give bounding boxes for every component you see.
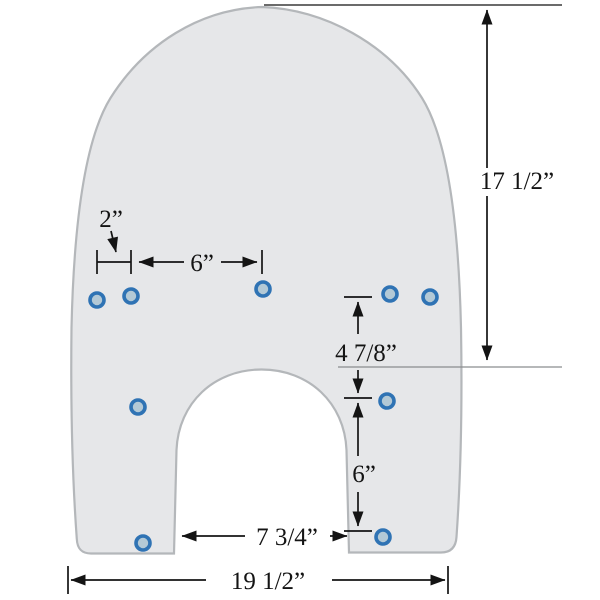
dim-label-19-5in: 19 1/2” bbox=[231, 568, 305, 595]
dim-label-6in-right: 6” bbox=[352, 461, 376, 488]
mounting-hole bbox=[129, 398, 147, 416]
dim-label-7-3-4in: 7 3/4” bbox=[256, 524, 318, 551]
dim-label-2in: 2” bbox=[99, 206, 123, 233]
mounting-hole bbox=[134, 534, 152, 552]
mounting-hole bbox=[374, 528, 392, 546]
dimension-7-3-4in: 7 3/4” bbox=[181, 524, 348, 551]
dimension-6in-right: 6” bbox=[344, 402, 376, 532]
mounting-hole bbox=[421, 288, 439, 306]
mounting-hole bbox=[381, 285, 399, 303]
dimension-4-7-8in: 4 7/8” bbox=[335, 296, 397, 399]
mounting-holes bbox=[88, 280, 439, 552]
mounting-hole bbox=[378, 392, 396, 410]
mounting-hole bbox=[254, 280, 272, 298]
dim-label-6in-top: 6” bbox=[190, 250, 214, 277]
leader-arrow bbox=[107, 230, 118, 253]
mounting-hole bbox=[88, 291, 106, 309]
dimension-19-5in: 19 1/2” bbox=[67, 566, 449, 595]
dim-label-17-5in: 17 1/2” bbox=[480, 168, 554, 195]
mounting-hole bbox=[122, 287, 140, 305]
windshield-outline bbox=[70, 5, 463, 555]
dimension-2in: 2” bbox=[96, 206, 132, 274]
dimension-17-5in: 17 1/2” bbox=[480, 9, 554, 361]
dim-label-4-7-8in: 4 7/8” bbox=[335, 340, 397, 367]
dimension-6in-top: 6” bbox=[138, 250, 263, 277]
